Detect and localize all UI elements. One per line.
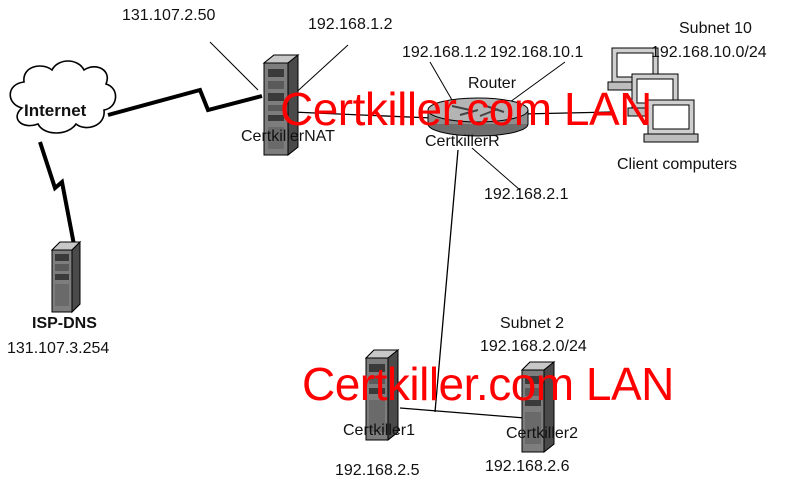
isp-dns-label: ISP-DNS: [32, 315, 97, 332]
lightning-link-icon: [107, 87, 263, 117]
lightning-link-icon: [38, 141, 77, 251]
cloud-label: Internet: [24, 101, 87, 120]
server1-label: Certkiller1: [343, 422, 416, 439]
server2-ip: 192.168.2.6: [485, 458, 570, 475]
subnet10-name: Subnet 10: [679, 20, 752, 37]
link-router-server1: [434, 149, 459, 413]
isp-dns-ip: 131.107.3.254: [7, 340, 110, 357]
nat-public-ip: 131.107.2.50: [122, 7, 216, 24]
nat-label: CertkillerNAT: [241, 128, 335, 145]
router-ip-left: 192.168.1.2: [402, 44, 487, 61]
callout-router-right: [509, 61, 566, 103]
link-nat-router: [291, 111, 433, 119]
callout-router-left: [429, 61, 453, 101]
server-icon: [520, 360, 556, 454]
link-server1-server2: [399, 407, 526, 419]
watermark-text: Certkiller.com LAN: [302, 358, 674, 410]
server-icon: [50, 240, 82, 314]
subnet2-network: 192.168.2.0/24: [480, 338, 587, 355]
subnet10-network: 192.168.10.0/24: [651, 44, 767, 61]
router-ip-right: 192.168.10.1: [490, 44, 584, 61]
router-icon: [427, 97, 529, 137]
server-icon: [262, 53, 300, 157]
server1-ip: 192.168.2.5: [335, 462, 420, 479]
nat-private-ip: 192.168.1.2: [308, 16, 393, 33]
link-router-clients: [521, 111, 613, 115]
subnet2-name: Subnet 2: [500, 315, 565, 332]
clients-label: Client computers: [617, 156, 738, 173]
server2-label: Certkiller2: [506, 425, 579, 442]
callout-router-bottom: [471, 147, 521, 191]
router-caption: Router: [468, 75, 517, 92]
router-label: CertkillerR: [425, 133, 500, 150]
callout-private-ip: [289, 44, 349, 99]
router-ip-bottom: 192.168.2.1: [484, 186, 569, 203]
server-icon: [364, 348, 400, 442]
monitor-icon: [643, 99, 699, 143]
watermark-text: Certkiller.com LAN: [280, 83, 652, 135]
cloud-icon: [9, 60, 117, 134]
callout-public-ip: [209, 41, 259, 91]
